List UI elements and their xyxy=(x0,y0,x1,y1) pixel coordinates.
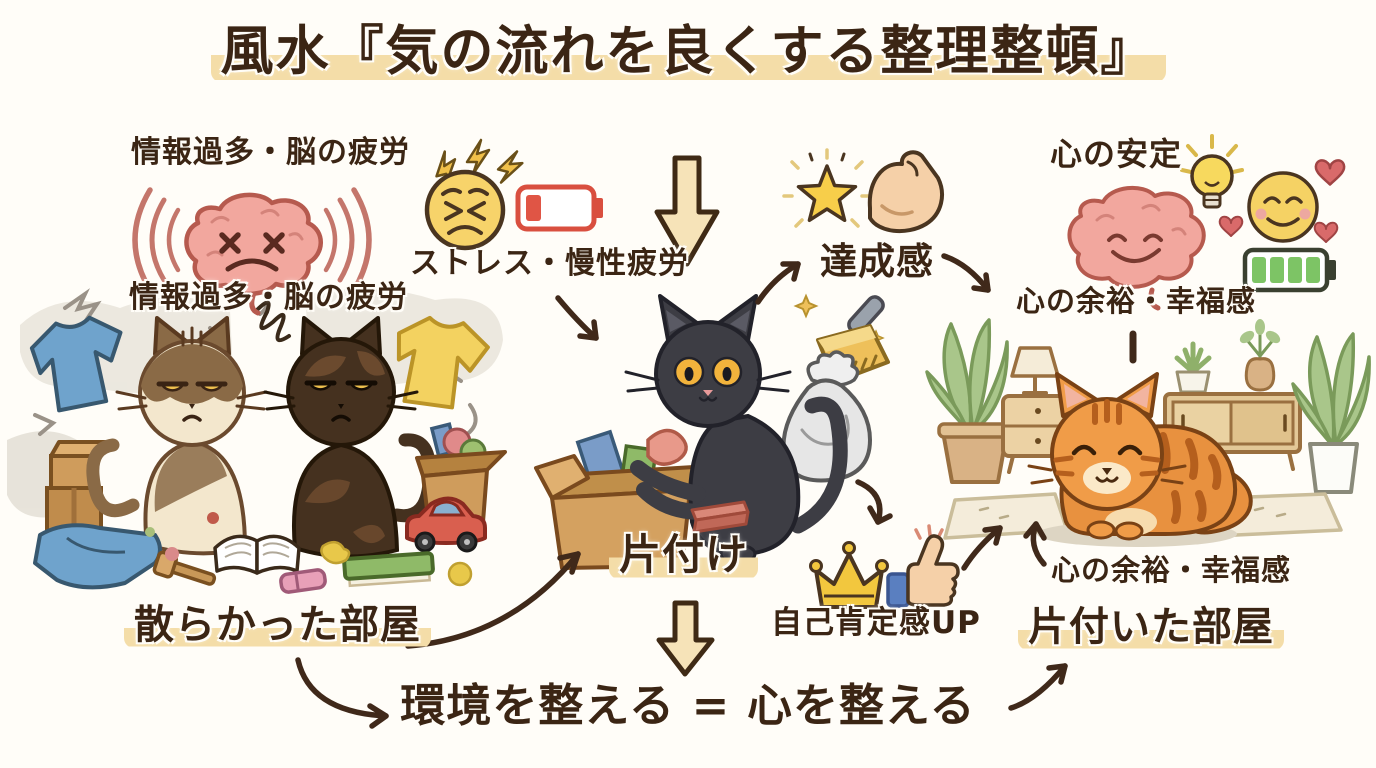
crown-icon xyxy=(809,541,889,609)
smiley-face-icon xyxy=(1247,171,1319,243)
star-icon xyxy=(796,164,858,223)
achievement-cluster xyxy=(782,148,944,234)
messy-room-label: 散らかった部屋 xyxy=(124,602,431,648)
down-arrow-small-icon xyxy=(656,600,715,677)
stressed-face-icon xyxy=(424,169,506,251)
happy-brain-icon xyxy=(1067,185,1206,311)
wellbeing-connector-dash xyxy=(1129,330,1137,364)
tidy-room-illustration xyxy=(925,318,1371,547)
sound-waves-icon xyxy=(132,187,372,293)
lightning-icon xyxy=(435,138,524,188)
plant-right-icon xyxy=(1291,332,1371,494)
arrow-wellbeing-to-cat xyxy=(1023,521,1047,567)
self-esteem-cluster xyxy=(809,524,960,609)
heart-icon xyxy=(1218,159,1346,243)
down-arrow-icon xyxy=(654,155,720,267)
clutter-bits xyxy=(145,512,473,587)
arrow-achievement-to-wellbeing xyxy=(941,253,991,293)
sad-cat-icon xyxy=(86,316,268,556)
green-book-icon xyxy=(342,551,435,588)
overload-label-top: 情報過多・脳の疲労 xyxy=(131,135,410,170)
arrow-stress-to-tidying xyxy=(555,295,599,341)
achievement-label: 達成感 xyxy=(820,240,934,283)
arrow-tidying-to-achievement xyxy=(755,261,801,305)
self-esteem-label: 自己肯定感UP xyxy=(771,605,981,641)
star-rays xyxy=(782,148,872,228)
dizzy-squiggle-icon xyxy=(255,300,291,343)
arrow-messy-to-tidying xyxy=(405,551,581,649)
messy-room-illustration xyxy=(7,286,507,594)
overloaded-brain-icon xyxy=(132,187,372,316)
brick-icon xyxy=(690,500,750,534)
overload-label-inner: 情報過多・脳の疲労 xyxy=(129,280,408,315)
trash-bag-icon xyxy=(781,350,873,483)
tidying-label: 片付け xyxy=(609,530,759,579)
eraser-icon xyxy=(279,568,327,594)
lamp-icon xyxy=(1010,346,1060,395)
plant-left-icon xyxy=(925,318,1013,484)
stability-label: 心の安定 xyxy=(1050,135,1183,173)
toy-car-icon xyxy=(405,496,487,553)
tidying-cat-illustration xyxy=(534,293,890,570)
lightbulb-icon xyxy=(1180,134,1244,209)
thumbs-up-icon xyxy=(886,524,960,608)
open-book-icon xyxy=(213,534,301,575)
mallet-icon xyxy=(152,550,217,586)
tidy-room-label: 片付いた部屋 xyxy=(1018,604,1284,650)
page-title: 風水『気の流れを良くする整理整頓』 xyxy=(0,21,1376,83)
bicep-icon xyxy=(867,150,944,234)
stress-cluster xyxy=(424,138,603,251)
arrow-bag-to-selfesteem xyxy=(855,479,893,525)
full-battery-icon xyxy=(1242,247,1336,293)
arrow-messy-to-conclusion xyxy=(295,657,389,729)
scattered-shirt-icon xyxy=(33,523,162,590)
arrow-selfesteem-to-room xyxy=(961,525,1003,571)
wellbeing-label-bottom: 心の余裕・幸福感 xyxy=(1051,553,1292,587)
calm-cluster xyxy=(1067,134,1346,311)
stress-label: ストレス・慢性疲労 xyxy=(410,246,689,281)
wellbeing-label-top: 心の余裕・幸福感 xyxy=(1016,284,1257,318)
conclusion-message: 環境を整える = 心を整える xyxy=(400,679,976,732)
vase-plant-icon xyxy=(1239,319,1281,392)
yellow-tshirt-icon xyxy=(396,315,490,410)
orange-cat-icon xyxy=(1027,372,1253,547)
arrow-conclusion-to-tidyroom xyxy=(1008,663,1068,711)
succulent-icon xyxy=(1174,341,1212,394)
blue-tshirt-icon xyxy=(29,315,123,413)
low-battery-icon xyxy=(515,184,603,232)
